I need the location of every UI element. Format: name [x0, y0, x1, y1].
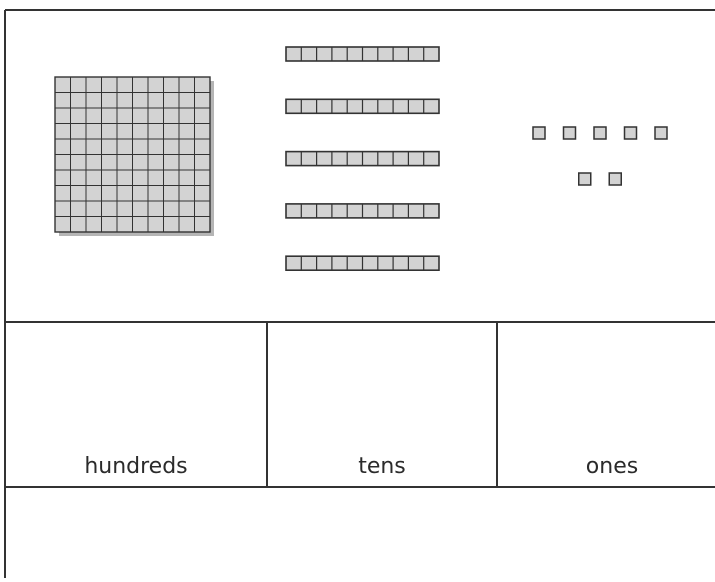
ones-units	[533, 127, 667, 185]
ten-rod	[286, 152, 439, 166]
ones-label: ones	[497, 452, 715, 482]
hundred-flat	[55, 77, 214, 236]
ten-rod	[286, 47, 439, 61]
tens-rods	[286, 47, 439, 270]
one-unit	[564, 127, 576, 139]
one-unit	[594, 127, 606, 139]
hundreds-flats	[55, 77, 214, 236]
one-unit	[533, 127, 545, 139]
tens-label: tens	[267, 452, 497, 482]
one-unit	[609, 173, 621, 185]
hundreds-label: hundreds	[5, 452, 267, 482]
ten-rod	[286, 204, 439, 218]
ten-rod	[286, 99, 439, 113]
one-unit	[579, 173, 591, 185]
one-unit	[655, 127, 667, 139]
ten-rod	[286, 256, 439, 270]
one-unit	[625, 127, 637, 139]
